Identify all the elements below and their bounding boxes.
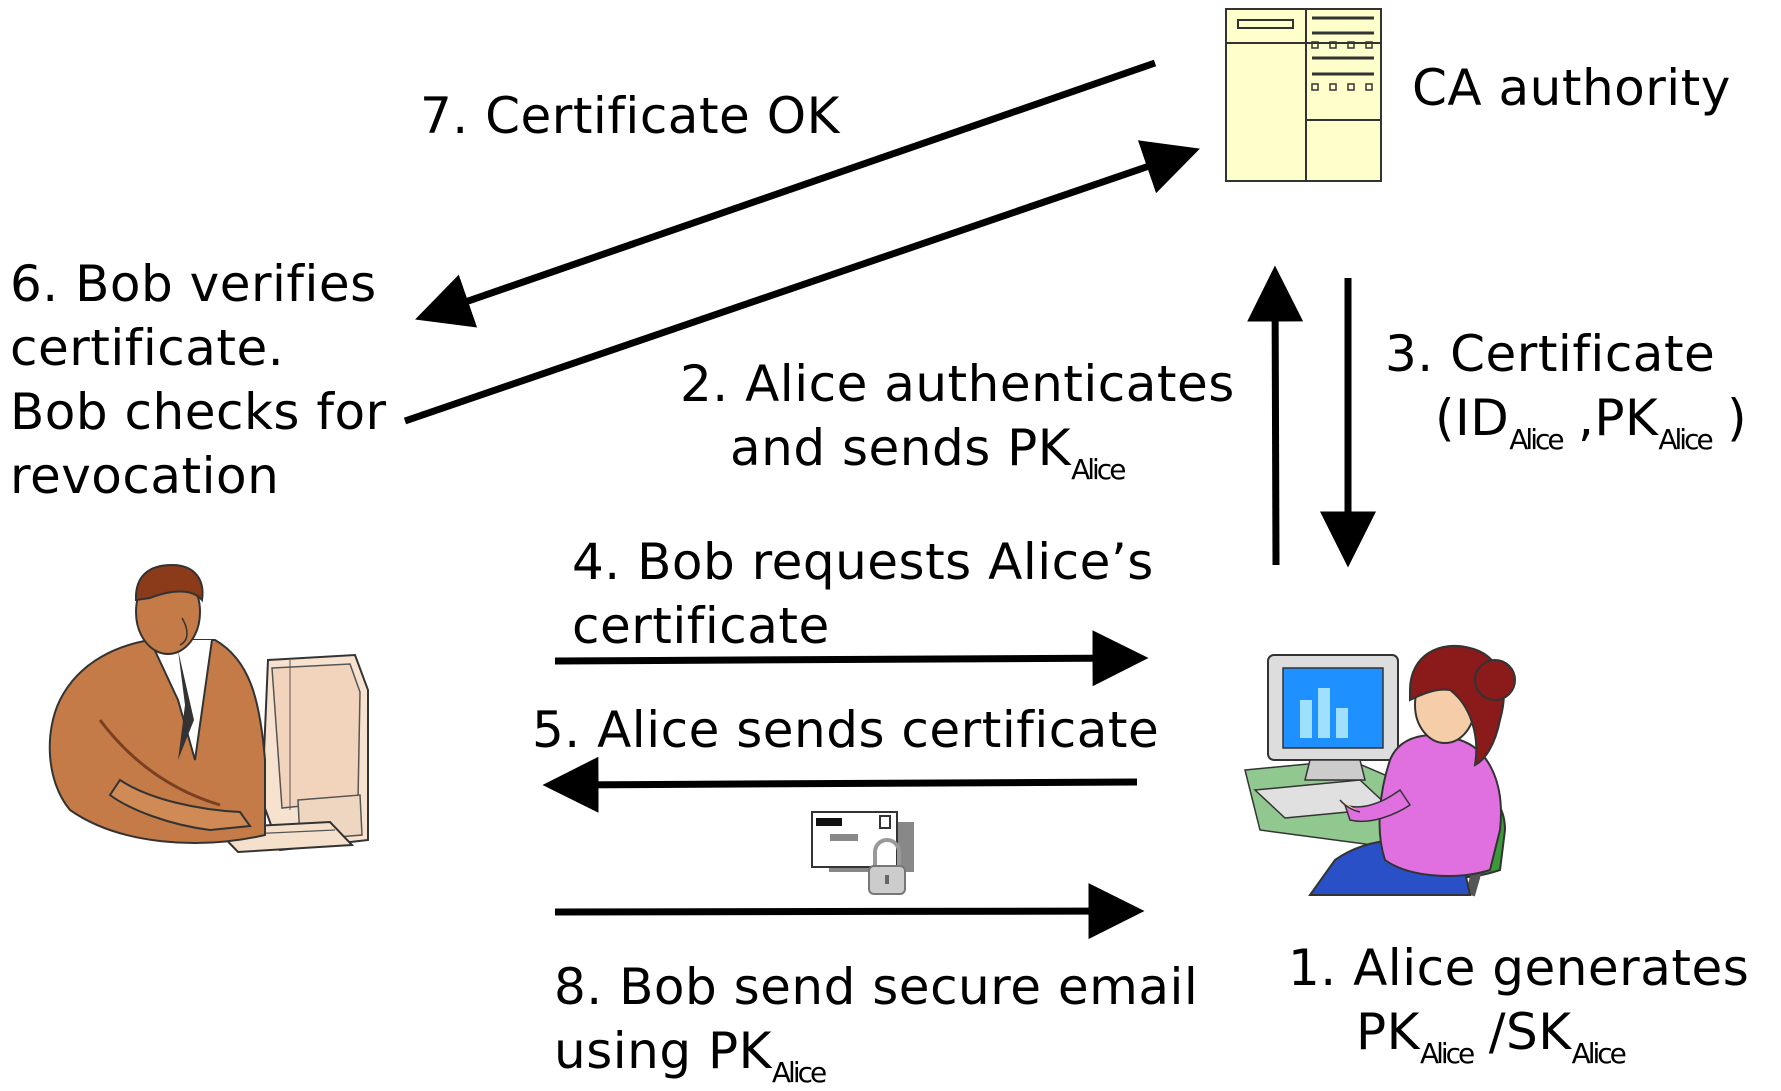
step2-label: 2. Alice authenticates and sends PKAlice <box>680 355 1235 486</box>
server-icon <box>1225 8 1382 182</box>
step1-label: 1. Alice generates PKAlice /SKAlice <box>1288 939 1750 1070</box>
step8-label: 8. Bob send secure email using PKAlice <box>554 958 1199 1089</box>
arrow-step5 <box>542 756 1138 813</box>
arrow-step2 <box>403 140 1200 425</box>
arrow-step4 <box>554 630 1149 687</box>
step3-label: 3. Certificate (IDAlice ,PKAlice ) <box>1385 325 1748 456</box>
arrow-step7 <box>415 59 1157 328</box>
arrow-step2-up <box>1247 265 1304 566</box>
woman-at-computer-icon <box>1244 644 1516 897</box>
step6-label: 6. Bob verifies certificate. Bob checks … <box>10 255 387 505</box>
step7-label: 7. Certificate OK <box>420 87 840 145</box>
man-at-computer-icon <box>48 563 369 854</box>
step5-label: 5. Alice sends certificate <box>532 701 1160 759</box>
ca-authority-label: CA authority <box>1412 59 1731 117</box>
step4-label: 4. Bob requests Alice’s certificate <box>572 533 1154 655</box>
arrow-step8 <box>554 883 1145 940</box>
locked-envelope-icon <box>811 811 914 895</box>
